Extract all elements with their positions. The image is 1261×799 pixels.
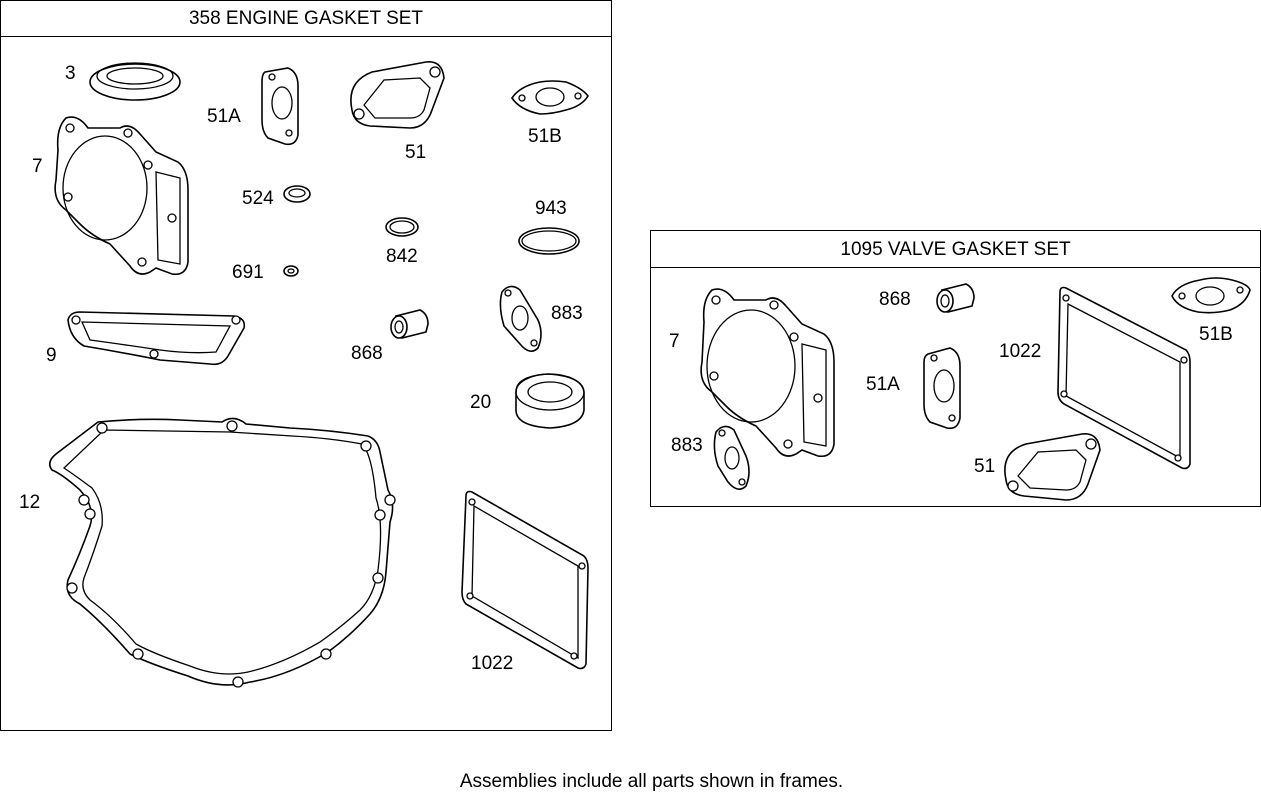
valve-part-1022-gasket bbox=[1057, 286, 1191, 470]
valve-part-51b-gasket bbox=[1171, 277, 1251, 314]
label-691: 691 bbox=[232, 262, 264, 283]
part-3-seal bbox=[89, 62, 181, 101]
valve-part-51-gasket bbox=[1004, 433, 1101, 501]
label-883: 883 bbox=[551, 303, 583, 324]
label-9: 9 bbox=[46, 345, 57, 366]
valve-gasket-set-title: 1095 VALVE GASKET SET bbox=[651, 231, 1260, 268]
part-1022-gasket bbox=[461, 490, 589, 670]
part-883-gasket bbox=[499, 285, 542, 352]
label-51a: 51A bbox=[207, 106, 241, 127]
valve-label-883: 883 bbox=[671, 435, 703, 456]
valve-part-883-gasket bbox=[713, 425, 750, 490]
part-943-oring bbox=[518, 227, 580, 255]
label-943: 943 bbox=[535, 198, 567, 219]
footnote: Assemblies include all parts shown in fr… bbox=[459, 771, 844, 792]
valve-label-868: 868 bbox=[879, 289, 911, 310]
valve-label-51a: 51A bbox=[866, 374, 900, 395]
part-20-oilseal bbox=[515, 373, 585, 429]
valve-label-51b: 51B bbox=[1199, 324, 1233, 345]
label-842: 842 bbox=[386, 246, 418, 267]
valve-part-7-head-gasket bbox=[700, 288, 835, 458]
label-12: 12 bbox=[19, 492, 41, 513]
label-868: 868 bbox=[351, 343, 383, 364]
part-51a-gasket bbox=[261, 67, 299, 146]
valve-label-51: 51 bbox=[974, 456, 996, 477]
label-524: 524 bbox=[242, 188, 274, 209]
label-1022: 1022 bbox=[471, 653, 514, 674]
engine-gasket-set-title: 358 ENGINE GASKET SET bbox=[1, 1, 611, 37]
part-51-gasket bbox=[350, 61, 445, 129]
label-51b: 51B bbox=[528, 126, 562, 147]
part-9-gasket bbox=[67, 311, 246, 366]
part-842-ring bbox=[385, 217, 419, 237]
valve-label-7: 7 bbox=[669, 331, 680, 352]
valve-part-868-seal bbox=[936, 283, 975, 313]
label-7: 7 bbox=[32, 156, 43, 177]
valve-label-1022: 1022 bbox=[999, 341, 1042, 362]
part-524-oring bbox=[283, 185, 311, 203]
part-51b-gasket bbox=[511, 80, 589, 115]
part-12-crankcase-gasket bbox=[48, 417, 396, 688]
label-51: 51 bbox=[405, 142, 427, 163]
label-3: 3 bbox=[65, 63, 76, 84]
part-7-head-gasket bbox=[54, 116, 189, 276]
label-20: 20 bbox=[470, 392, 492, 413]
part-691-nut bbox=[283, 265, 299, 277]
valve-part-51a-gasket bbox=[923, 347, 961, 430]
part-868-seal bbox=[390, 309, 429, 339]
